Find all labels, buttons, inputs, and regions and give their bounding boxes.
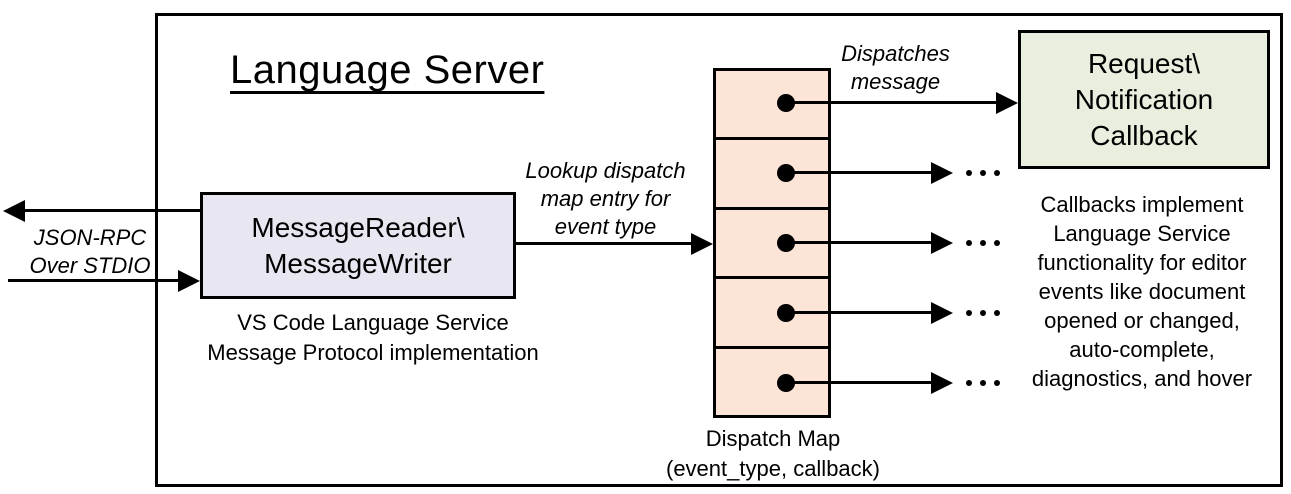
stdio-out-arrowhead-icon: [3, 200, 25, 222]
dispatch-arrowhead-icon: [931, 232, 953, 254]
map-entry-dot: [777, 94, 795, 112]
ellipsis-icon: [966, 170, 1000, 176]
diagram-title: Language Server: [230, 48, 545, 92]
map-entry-dot: [777, 164, 795, 182]
lookup-line: [516, 242, 691, 245]
map-entry-dot: [777, 234, 795, 252]
dispatch-arrowhead-icon: [931, 162, 953, 184]
dispatch-arrowhead-icon: [931, 372, 953, 394]
dispatch-line: [786, 241, 931, 244]
map-entry-dot: [777, 374, 795, 392]
dispatch-map-cell: [716, 71, 828, 141]
dispatch-map-cell: [716, 279, 828, 349]
ellipsis-icon: [966, 380, 1000, 386]
dispatch-line: [786, 311, 931, 314]
dispatch-arrowhead-icon: [996, 92, 1018, 114]
dispatch-map-label: Dispatch Map(event_type, callback): [666, 426, 880, 481]
dispatch-arrowhead-icon: [931, 302, 953, 324]
map-entry-dot: [777, 304, 795, 322]
ellipsis-icon: [966, 240, 1000, 246]
ellipsis-icon: [966, 310, 1000, 316]
dispatch-line: [786, 171, 931, 174]
stdio-in-line: [8, 279, 178, 282]
dispatch-line: [786, 381, 931, 384]
lookup-arrowhead-icon: [691, 233, 713, 255]
stdio-in-arrowhead-icon: [178, 270, 200, 292]
dispatch-line: [786, 101, 996, 104]
dispatch-map-cell: [716, 140, 828, 210]
dispatch-map-cell: [716, 210, 828, 280]
stdio-out-line: [22, 209, 200, 212]
message-reader-writer-box: MessageReader\MessageWriter: [200, 192, 516, 299]
